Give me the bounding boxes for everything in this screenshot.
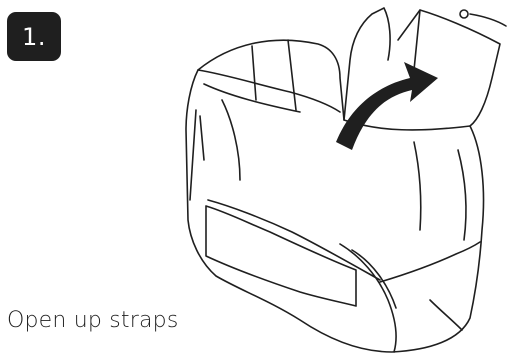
side-panel — [206, 206, 356, 306]
step-caption: Open up straps — [7, 308, 179, 333]
boot-illustration — [180, 0, 516, 356]
step-number: 1. — [22, 23, 46, 51]
curved-arrow-icon — [336, 62, 438, 150]
boot-outline — [186, 40, 484, 352]
caption-text: Open up straps — [7, 308, 179, 333]
step-number-badge: 1. — [7, 12, 61, 61]
